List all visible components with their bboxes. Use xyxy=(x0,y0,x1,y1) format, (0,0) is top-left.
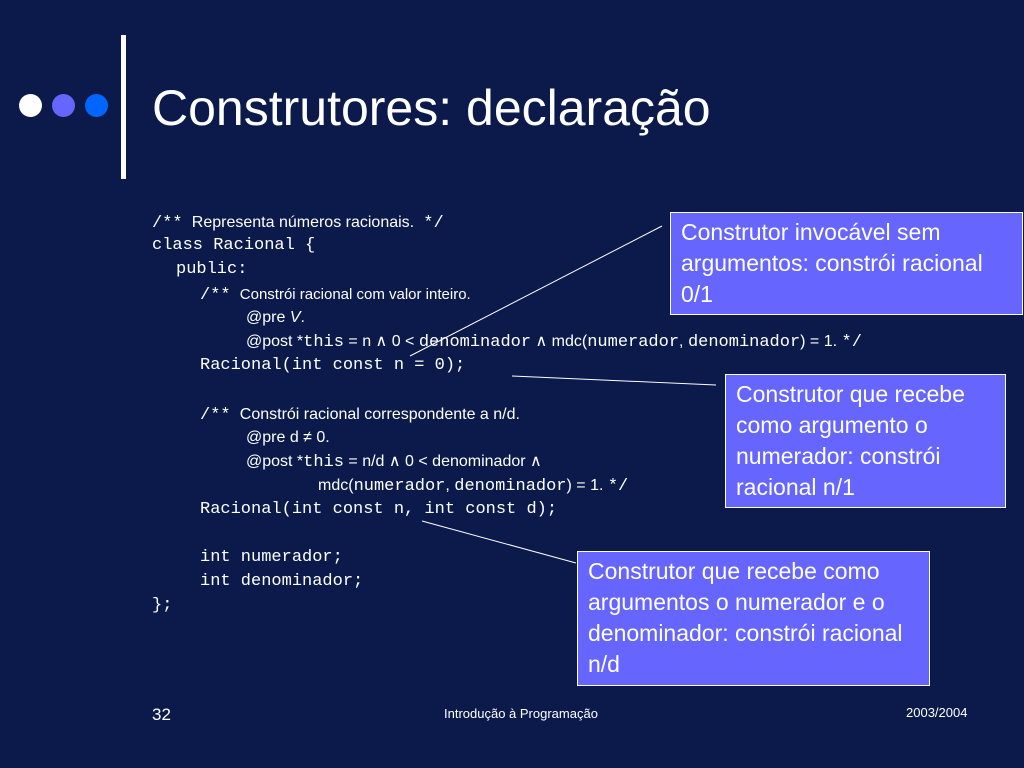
post-text: mdc( xyxy=(318,477,354,494)
post-label: @post * xyxy=(246,333,304,350)
code-line-7: Racional(int const n = 0); xyxy=(200,356,466,375)
comment-text: Constrói racional correspondente a n/d. xyxy=(239,406,520,423)
denominador-ref: denominador xyxy=(687,333,801,352)
numerador-ref: numerador xyxy=(353,477,446,496)
code-line-1: /** Representa números racionais. */ xyxy=(152,210,862,234)
code-line-12: mdc(numerador, denominador) = 1. */ xyxy=(152,474,862,498)
code-line-2: class Racional { xyxy=(152,236,316,255)
denominador-ref: denominador xyxy=(454,477,567,496)
code-line-4: /** Constrói racional com valor inteiro. xyxy=(152,282,862,306)
post-text: , xyxy=(679,333,688,350)
logo-dot-lavender xyxy=(52,94,75,117)
logo-dot-white xyxy=(19,94,42,117)
code-line-15: int numerador; xyxy=(200,548,343,567)
page-number: 32 xyxy=(152,705,171,724)
code-line-3: public: xyxy=(176,260,248,279)
leader-line-3 xyxy=(421,520,577,564)
post-text: ) = 1. xyxy=(800,333,842,350)
leader-line-1 xyxy=(409,225,663,357)
code-block: /** Representa números racionais. */ cla… xyxy=(152,210,862,618)
post-text: ∧ mdc( xyxy=(531,333,588,350)
comment-open: /** xyxy=(200,286,231,305)
callout-full-constructor: Construtor que recebe como argumentos o … xyxy=(577,551,930,686)
leader-line-2 xyxy=(511,375,717,386)
callout-default-constructor: Construtor invocável sem argumentos: con… xyxy=(670,212,1023,315)
code-line-10: @pre d ≠ 0. xyxy=(246,429,330,446)
code-line-13: Racional(int const n, int const d); xyxy=(200,500,558,519)
code-line-9: /** Constrói racional correspondente a n… xyxy=(152,402,862,426)
code-line-5: @pre V. xyxy=(152,306,862,330)
comment-close: */ xyxy=(423,214,444,233)
code-line-6: @post *this = n ∧ 0 < denominador ∧ mdc(… xyxy=(152,330,862,354)
logo-dot-blue xyxy=(85,94,108,117)
year: 2003/2004 xyxy=(906,705,968,720)
comment-text: Representa números racionais. xyxy=(191,214,415,231)
denominador-ref: denominador xyxy=(418,333,532,352)
post-text: , xyxy=(445,477,455,494)
numerador-ref: numerador xyxy=(587,333,680,352)
post-label: @post * xyxy=(246,453,304,470)
code-line-16: int denominador; xyxy=(200,572,364,591)
comment-close: */ xyxy=(841,333,862,352)
this-keyword: this xyxy=(303,333,344,352)
comment-open: /** xyxy=(152,214,183,233)
title-divider xyxy=(121,35,126,179)
this-keyword: this xyxy=(303,453,344,472)
pre-value: V xyxy=(289,309,301,326)
pre-dot: . xyxy=(300,309,305,326)
code-line-17: }; xyxy=(152,596,173,615)
course-name: Introdução à Programação xyxy=(444,706,598,721)
callout-numerator-constructor: Construtor que recebe como argumento o n… xyxy=(725,374,1006,508)
comment-open: /** xyxy=(200,406,231,425)
comment-close: */ xyxy=(607,477,629,496)
post-text: ) = 1. xyxy=(566,477,608,494)
pre-label: @pre xyxy=(246,309,290,326)
comment-text: Constrói racional com valor inteiro. xyxy=(239,286,471,303)
code-line-11: @post *this = n/d ∧ 0 < denominador ∧ xyxy=(152,450,862,474)
slide-title: Construtores: declaração xyxy=(152,80,711,136)
post-text: = n/d ∧ 0 < denominador ∧ xyxy=(343,453,542,470)
post-text: = n ∧ 0 < xyxy=(343,333,419,350)
